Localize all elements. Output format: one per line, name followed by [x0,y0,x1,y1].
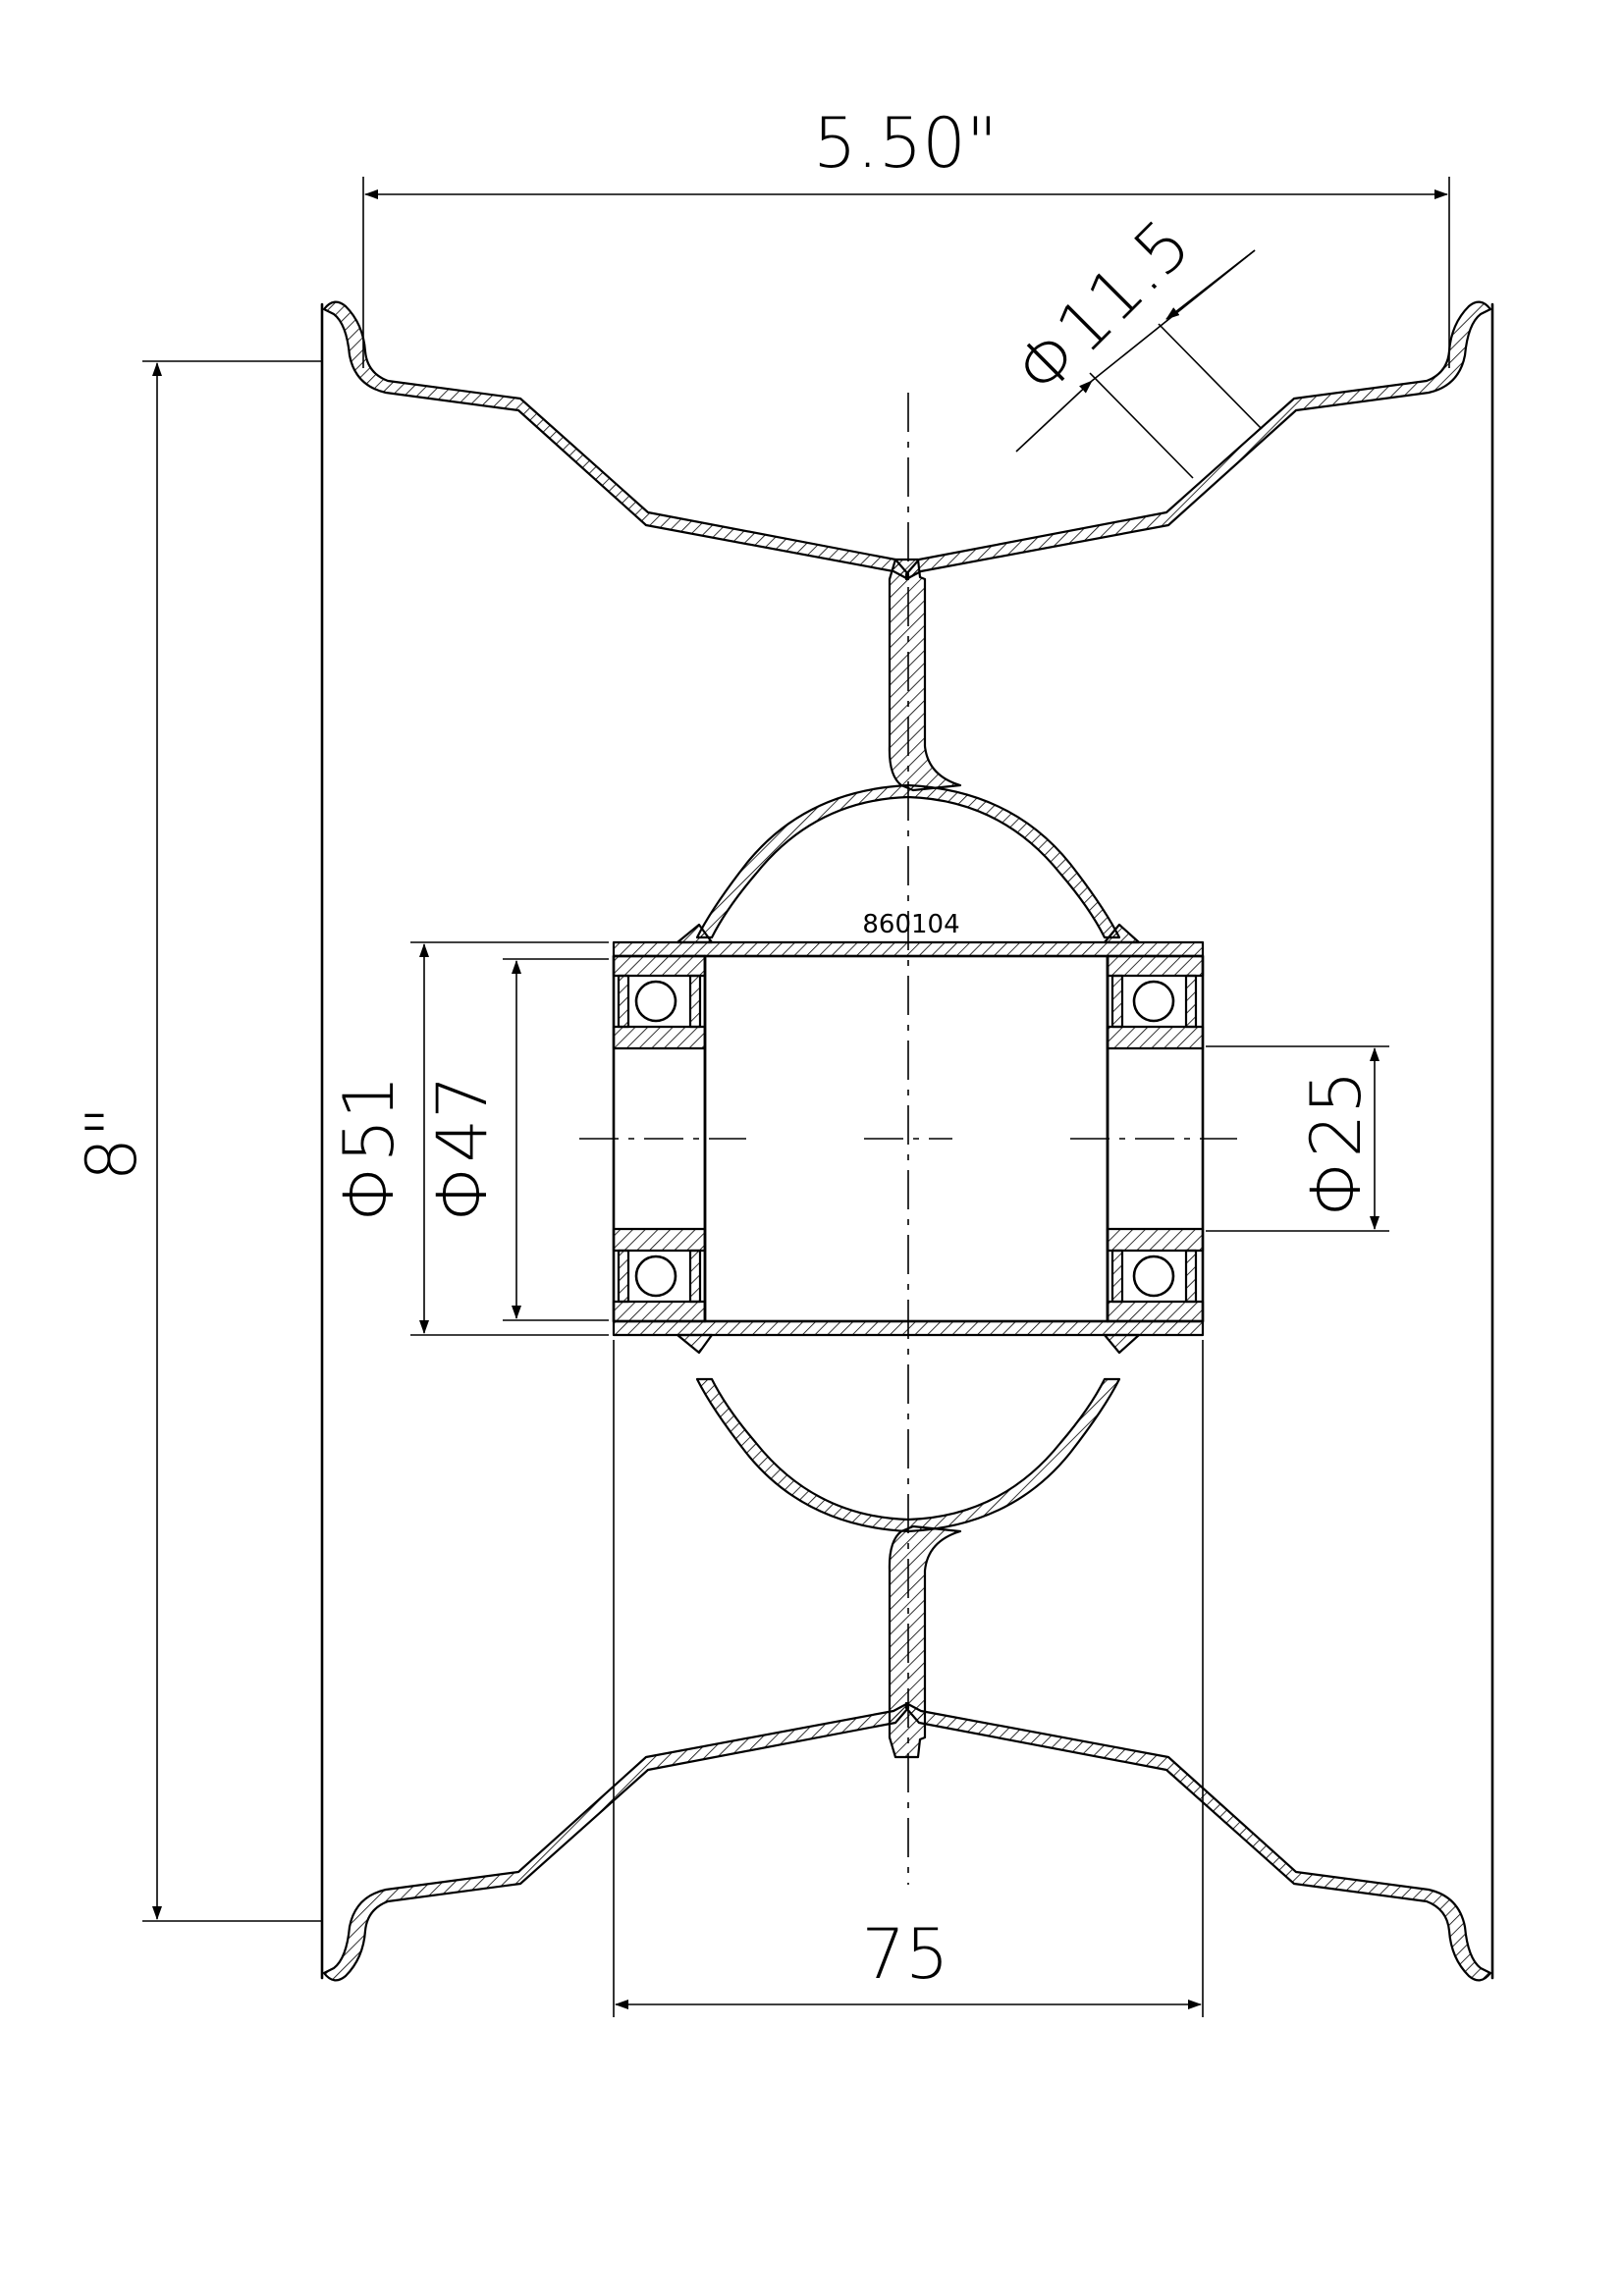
dim-wall-thickness: Φ11.5 [1000,204,1207,411]
right-bearing-race-bottom-inner [1106,1227,1205,1253]
dim-bore: Φ25 [1296,1070,1377,1216]
dim-arrow-thickness-b [1165,249,1256,320]
rim-upper-right-profile [904,300,1492,581]
dim-rim-diameter: 8" [72,1106,152,1182]
dim-line-thickness [1015,380,1093,453]
lower-web [888,1524,962,1759]
left-bearing-race-top [612,954,707,978]
left-seal-bottom-a [617,1249,630,1304]
upper-web [888,558,962,792]
dim-bearing-od: Φ47 [422,1075,503,1221]
weld-bottom-right [1103,1333,1141,1355]
right-seal-bottom-a [1110,1249,1124,1304]
left-bearing-race-top-inner [612,1025,707,1050]
left-seal-top-b [688,974,702,1029]
rim-lower-right-profile [904,1701,1492,1982]
weld-top-left [676,923,714,944]
hub-bore [703,954,1109,1323]
left-bearing-ball-bottom [634,1255,677,1298]
left-seal-top-a [617,974,630,1029]
left-bearing-race-bottom [612,1300,707,1323]
weld-top-right [1103,923,1141,944]
dim-rim-width: 5.50" [813,103,998,184]
left-seal-bottom-b [688,1249,702,1304]
left-bearing-race-bottom-inner [612,1227,707,1253]
right-bearing-race-top [1106,954,1205,978]
right-seal-bottom-b [1184,1249,1198,1304]
dim-tube-od: Φ51 [329,1075,409,1221]
weld-bottom-left [676,1333,714,1355]
rim-lower-left-profile [322,1701,910,1982]
dim-hub-length: 75 [861,1914,948,1995]
right-bearing-race-bottom [1106,1300,1205,1323]
part-number: 860104 [862,910,959,939]
rim-upper-left-profile [322,300,910,581]
right-seal-top-a [1110,974,1124,1029]
right-bearing-ball-bottom [1132,1255,1175,1298]
ext-line-thk-a [1089,372,1194,479]
right-seal-top-b [1184,974,1198,1029]
right-bearing-ball-top [1132,980,1175,1023]
right-bearing-race-top-inner [1106,1025,1205,1050]
ext-line-thk-b [1158,323,1263,430]
left-bearing-ball-top [634,980,677,1023]
